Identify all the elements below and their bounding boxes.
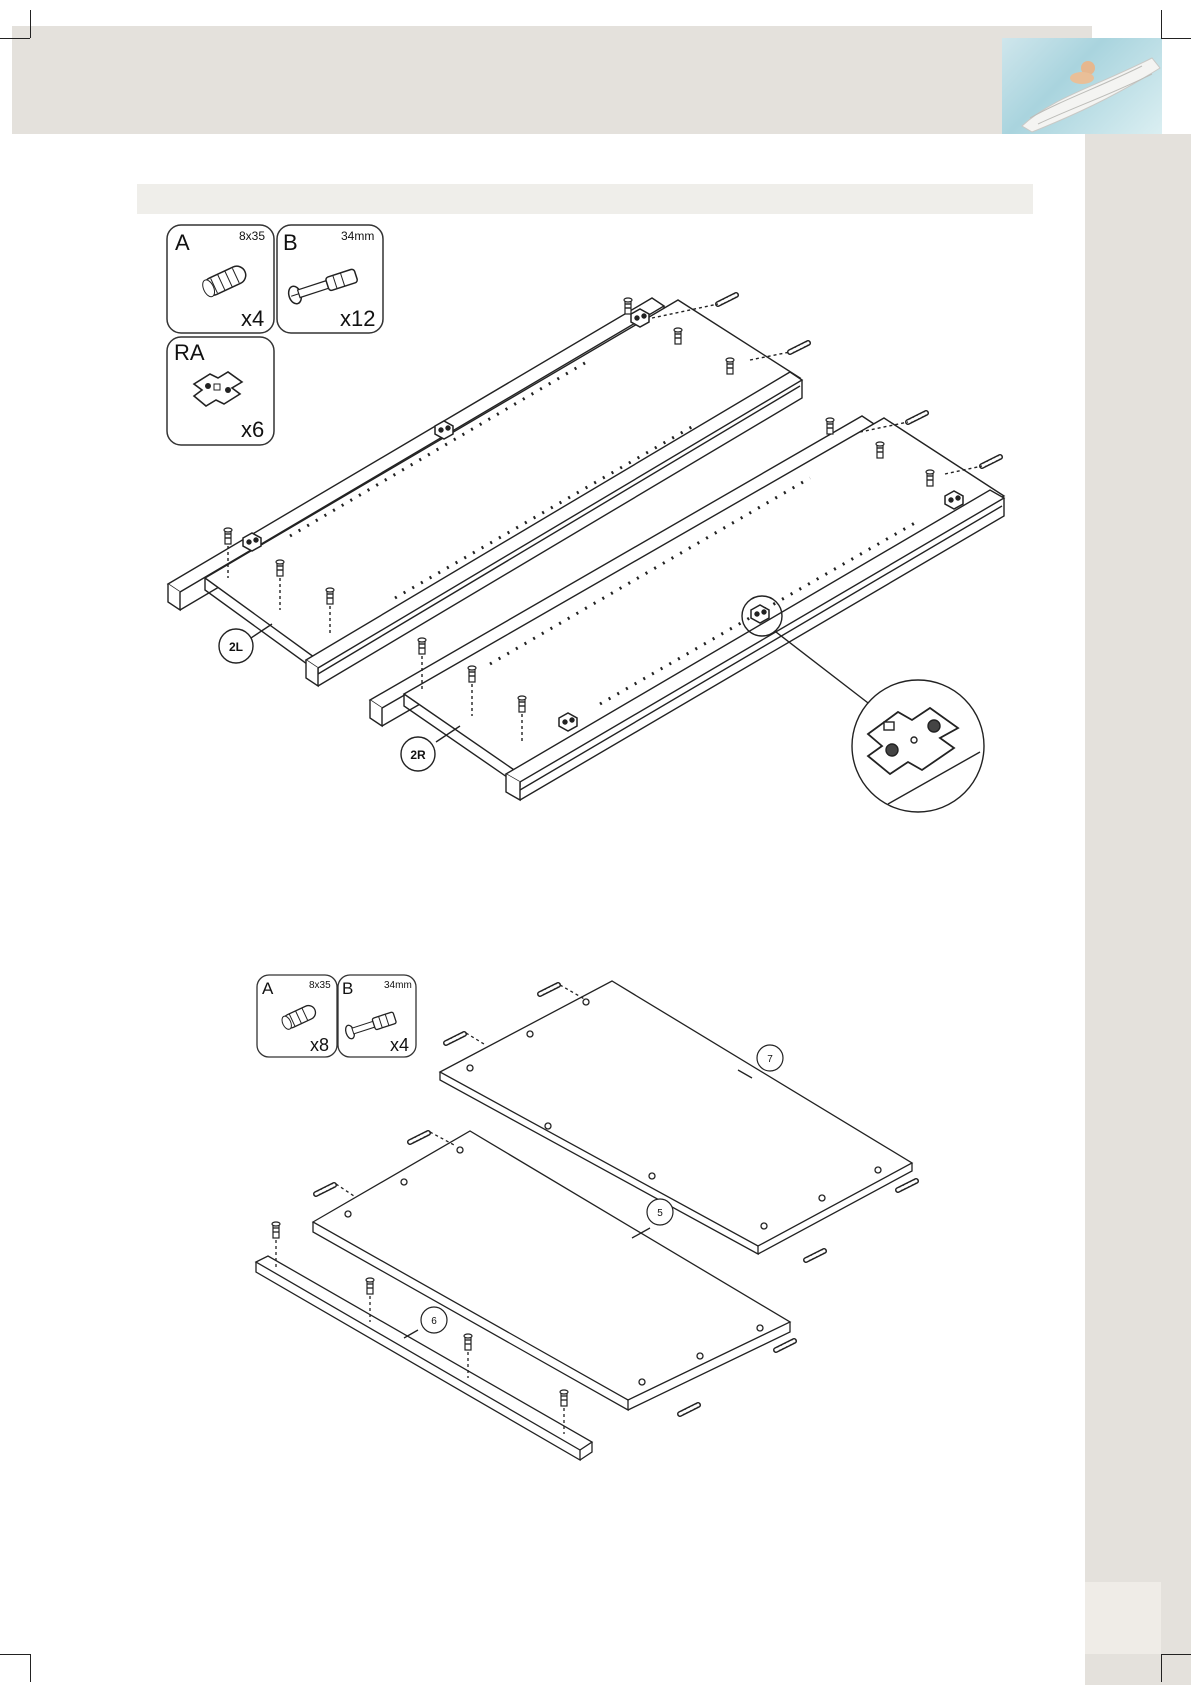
part-letter: B bbox=[342, 979, 353, 998]
part-qty: x6 bbox=[241, 417, 264, 442]
part-spec: 34mm bbox=[341, 229, 374, 243]
svg-text:2L: 2L bbox=[229, 640, 243, 654]
step1-parts-legend: A 8x35 x4 B 34mm x12 bbox=[167, 225, 383, 445]
part-qty: x12 bbox=[340, 306, 375, 331]
part-box-b: B 34mm x4 bbox=[338, 975, 416, 1057]
part-letter: A bbox=[262, 979, 274, 998]
panel-label-5: 5 bbox=[647, 1199, 673, 1225]
panel-label-6: 6 bbox=[421, 1307, 447, 1333]
part-box-b: B 34mm x12 bbox=[277, 225, 383, 333]
step2-parts-legend: A 8x35 x8 B 34mm x4 bbox=[257, 975, 416, 1057]
part-box-a: A 8x35 x8 bbox=[257, 975, 337, 1057]
svg-text:7: 7 bbox=[767, 1054, 773, 1065]
part-spec: 8x35 bbox=[239, 229, 265, 243]
part-letter: B bbox=[283, 230, 298, 255]
svg-text:5: 5 bbox=[657, 1208, 663, 1219]
part-box-ra: RA x6 bbox=[167, 337, 274, 445]
part-spec: 8x35 bbox=[309, 980, 331, 991]
part-qty: x4 bbox=[390, 1035, 409, 1055]
panel-label-2r: 2R bbox=[401, 737, 435, 771]
svg-text:6: 6 bbox=[431, 1316, 437, 1327]
part-box-a: A 8x35 x4 bbox=[167, 225, 274, 333]
part-letter: A bbox=[175, 230, 190, 255]
part-qty: x4 bbox=[241, 306, 264, 331]
panel-label-2l: 2L bbox=[219, 629, 253, 663]
part-letter: RA bbox=[174, 340, 205, 365]
svg-text:2R: 2R bbox=[410, 748, 426, 762]
part-spec: 34mm bbox=[384, 980, 412, 991]
panel-label-7: 7 bbox=[757, 1045, 783, 1071]
part-qty: x8 bbox=[310, 1035, 329, 1055]
